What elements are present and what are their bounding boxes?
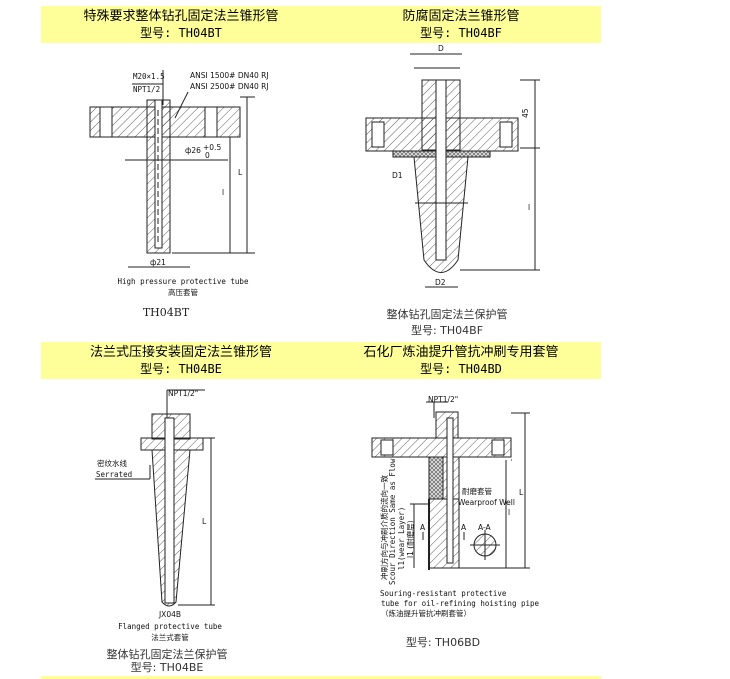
- section-aa-label: A-A: [478, 523, 492, 532]
- product-model: 型号: TH04BF: [420, 26, 502, 40]
- product-model: 型号: TH04BE: [140, 362, 222, 376]
- wear-layer: [428, 456, 444, 500]
- product-header-th04bf: 防腐固定法兰锥形管 型号: TH04BF: [321, 6, 601, 43]
- flange-spec-1: ANSI 1500# DN40 RJ: [190, 71, 269, 80]
- flow-cn: 冲刷方向与冲刷介质的流向一致: [379, 475, 389, 580]
- dim-D2: D2: [435, 278, 446, 287]
- thread-label: NPT1/2": [168, 389, 198, 398]
- model-caption: 型号: TH06BD: [406, 635, 480, 649]
- flow-en: Scour Direction Same as Flow: [388, 458, 397, 585]
- dim-D: D: [438, 44, 444, 53]
- drawing-th04bf: D 45 D1 l D2 整体钻孔固定法兰保护管 型号: TH04BF: [365, 44, 540, 337]
- section-a-left: A: [420, 523, 426, 532]
- wear-en: l1(wear Layer): [397, 507, 406, 570]
- drawing-th04be: NPT1/2" 密纹水线 Serrated L JX04B Flanged pr…: [95, 389, 228, 674]
- dia-label: ф26: [185, 146, 201, 155]
- tube-body: [428, 498, 460, 569]
- caption-cn: 高压套管: [168, 287, 198, 297]
- serrated-en: Serrated: [96, 470, 132, 479]
- section-a-right: A: [461, 523, 467, 532]
- dim-45: 45: [521, 108, 530, 118]
- flange-spec-2: ANSI 2500# DN40 RJ: [190, 82, 269, 91]
- caption-en: High pressure protective tube: [118, 277, 249, 286]
- product-header-th04be: 法兰式压接安装固定法兰锥形管 型号: TH04BE: [41, 342, 321, 379]
- thread-label: NPT1/2": [428, 395, 458, 404]
- wear-cn: l1 (耐磨层): [405, 520, 415, 558]
- header-row-2: 法兰式压接安装固定法兰锥形管 型号: TH04BE 石化厂炼油提升管抗冲刷专用套…: [41, 342, 601, 379]
- dim-L: L: [202, 517, 207, 526]
- product-title: 特殊要求整体钻孔固定法兰锥形管: [83, 9, 279, 24]
- product-title: 法兰式压接安装固定法兰锥形管: [89, 345, 272, 360]
- product-header-th04bt: 特殊要求整体钻孔固定法兰锥形管 型号: TH04BT: [41, 6, 321, 43]
- serrated-cn: 密纹水线: [97, 458, 127, 468]
- tolerance-upper: +0.5: [203, 143, 221, 152]
- product-header-th04bd: 石化厂炼油提升管抗冲刷专用套管 型号: TH04BD: [321, 342, 601, 379]
- dim-L: L: [519, 488, 524, 497]
- caption-cn: 法兰式套管: [151, 632, 189, 642]
- caption-cn: 整体钻孔固定法兰保护管: [387, 307, 508, 321]
- model-caption: 型号: TH04BE: [131, 660, 204, 674]
- caption-cn: （炼油提升管抗冲刷套管）: [381, 608, 471, 618]
- dim-l: l: [508, 508, 510, 517]
- thread-label-m20: M20×1.5: [133, 72, 165, 81]
- product-model: 型号: TH04BT: [140, 26, 222, 40]
- tolerance-lower: 0: [205, 151, 210, 160]
- caption-en: Flanged protective tube: [118, 622, 222, 631]
- product-model: 型号: TH04BD: [420, 362, 502, 376]
- model-caption: TH04BT: [143, 306, 190, 319]
- drawing-th04bt: M20×1.5 NPT1/2 ANSI 1500# DN40 RJ ANSI 2…: [89, 70, 269, 319]
- dim-L: L: [238, 168, 243, 177]
- caption-en-2: tube for oil-refining hoisting pipe: [381, 599, 540, 608]
- tip-dia-label: ф21: [150, 258, 166, 267]
- dim-l: l: [222, 188, 224, 197]
- model-caption: 型号: TH04BF: [411, 323, 483, 337]
- wearproof-en: Wearproof Well: [458, 498, 515, 507]
- caption-en-1: Souring-resistant protective: [380, 589, 507, 598]
- dim-l: l: [528, 203, 530, 212]
- header-row-1: 特殊要求整体钻孔固定法兰锥形管 型号: TH04BT 防腐固定法兰锥形管 型号:…: [41, 6, 601, 43]
- thread-label-npt: NPT1/2: [133, 85, 160, 94]
- dim-D1: D1: [392, 171, 403, 180]
- part-code: JX04B: [158, 610, 181, 619]
- bottom-divider: [41, 676, 601, 679]
- product-title: 石化厂炼油提升管抗冲刷专用套管: [363, 345, 559, 360]
- caption-cn-2: 整体钻孔固定法兰保护管: [107, 647, 228, 661]
- product-title: 防腐固定法兰锥形管: [402, 9, 520, 24]
- drawing-th06bd: NPT1/2" 冲刷方向与冲刷介质的流向一致 Scour Direction S…: [371, 395, 540, 649]
- wearproof-cn: 耐磨套管: [462, 486, 492, 496]
